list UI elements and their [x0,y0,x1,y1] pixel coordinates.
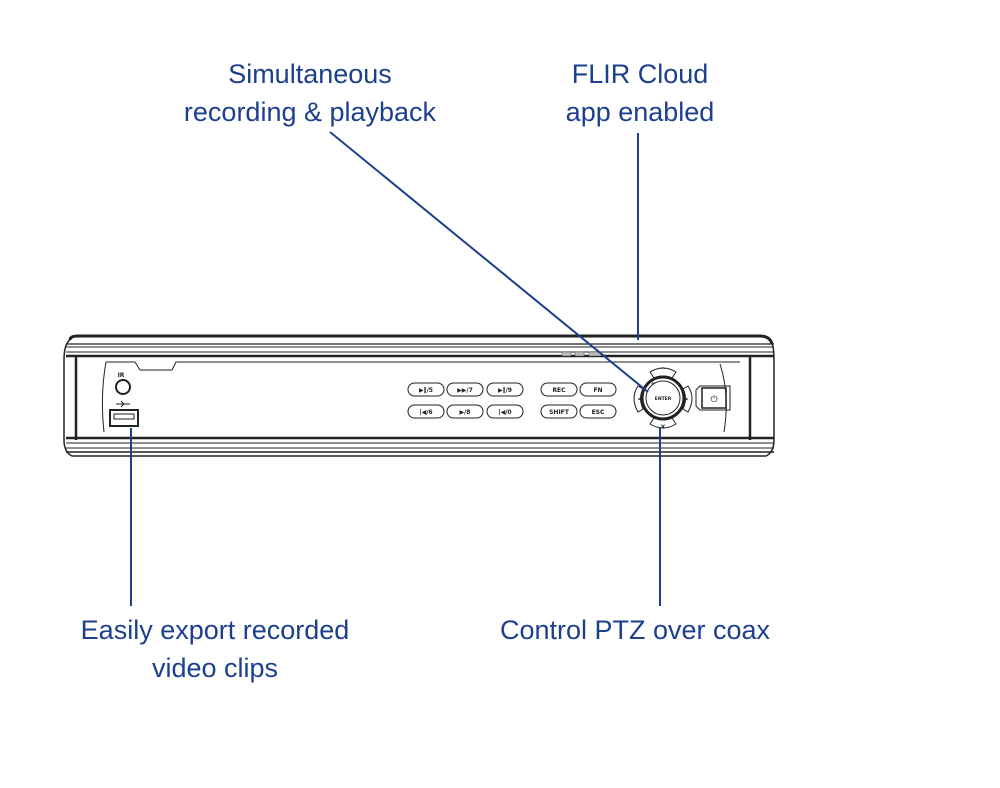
fn-button[interactable] [579,382,617,397]
callout-ptz-line1: Control PTZ over coax [499,615,771,645]
play-pause-5-label: ▶‖/5 [419,387,433,394]
shift-label: SHIFT [549,409,570,416]
enter-label: ENTER [655,396,672,402]
ir-sensor-icon [115,379,131,395]
fn-label: FN [593,387,602,394]
step-9-label: ▶‖/9 [498,387,512,394]
shift-button[interactable] [540,404,578,419]
dvr-device [63,334,775,457]
net-indicator [574,351,585,357]
esc-button[interactable] [579,404,617,419]
playback-leader-line [329,131,649,393]
dpad [633,367,693,429]
fast-forward-7-label: ▶▶/7 [457,387,473,394]
callout-ptz: Control PTZ over coax [470,611,800,649]
down-arrow-icon: v [661,423,665,430]
usb-icon [116,400,130,408]
enter-up-icon: ^ [650,382,655,389]
play-8-label: ▶/8 [460,409,471,416]
fast-forward-7-button[interactable] [446,382,484,397]
device-top-edge [68,334,774,345]
ir-label: IR [118,372,125,379]
hdd-indicator [561,351,572,357]
callout-export-line2: video clips [151,653,279,683]
rec-button[interactable] [540,382,578,397]
front-buttons: ▶‖/5 ▶▶/7 ▶‖/9 |◀/6 ▶/8 |◀/0 REC FN SHIFT ESC [407,382,617,419]
usb-port[interactable] [109,409,139,427]
power-icon: ⏻ [710,394,717,405]
left-arrow-icon: < [637,396,642,403]
callout-cloud: FLIR Cloud app enabled [520,55,760,131]
power-button[interactable] [701,387,727,409]
device-outline [63,339,775,457]
prev-0-button[interactable] [486,404,524,419]
callout-cloud-line2: app enabled [565,97,715,127]
callout-playback-line2: recording & playback [183,97,437,127]
prev-0-label: |◀/0 [498,409,511,416]
esc-label: ESC [592,409,605,416]
enter-button[interactable] [645,380,681,416]
prev-6-label: |◀/6 [419,409,432,416]
callout-playback-line1: Simultaneous [228,59,392,89]
step-9-button[interactable] [486,382,524,397]
status-indicators [561,351,602,357]
up-arrow-icon: ^ [660,367,665,374]
callout-export: Easily export recorded video clips [40,611,390,687]
right-arrow-icon: > [683,396,688,403]
play-pause-5-button[interactable] [407,382,445,397]
left-panel [101,361,107,433]
play-8-button[interactable] [446,404,484,419]
callout-cloud-line1: FLIR Cloud [571,59,709,89]
callout-playback: Simultaneous recording & playback [150,55,470,131]
prev-6-button[interactable] [407,404,445,419]
callout-export-line1: Easily export recorded [80,615,350,645]
rec-label: REC [552,387,566,394]
